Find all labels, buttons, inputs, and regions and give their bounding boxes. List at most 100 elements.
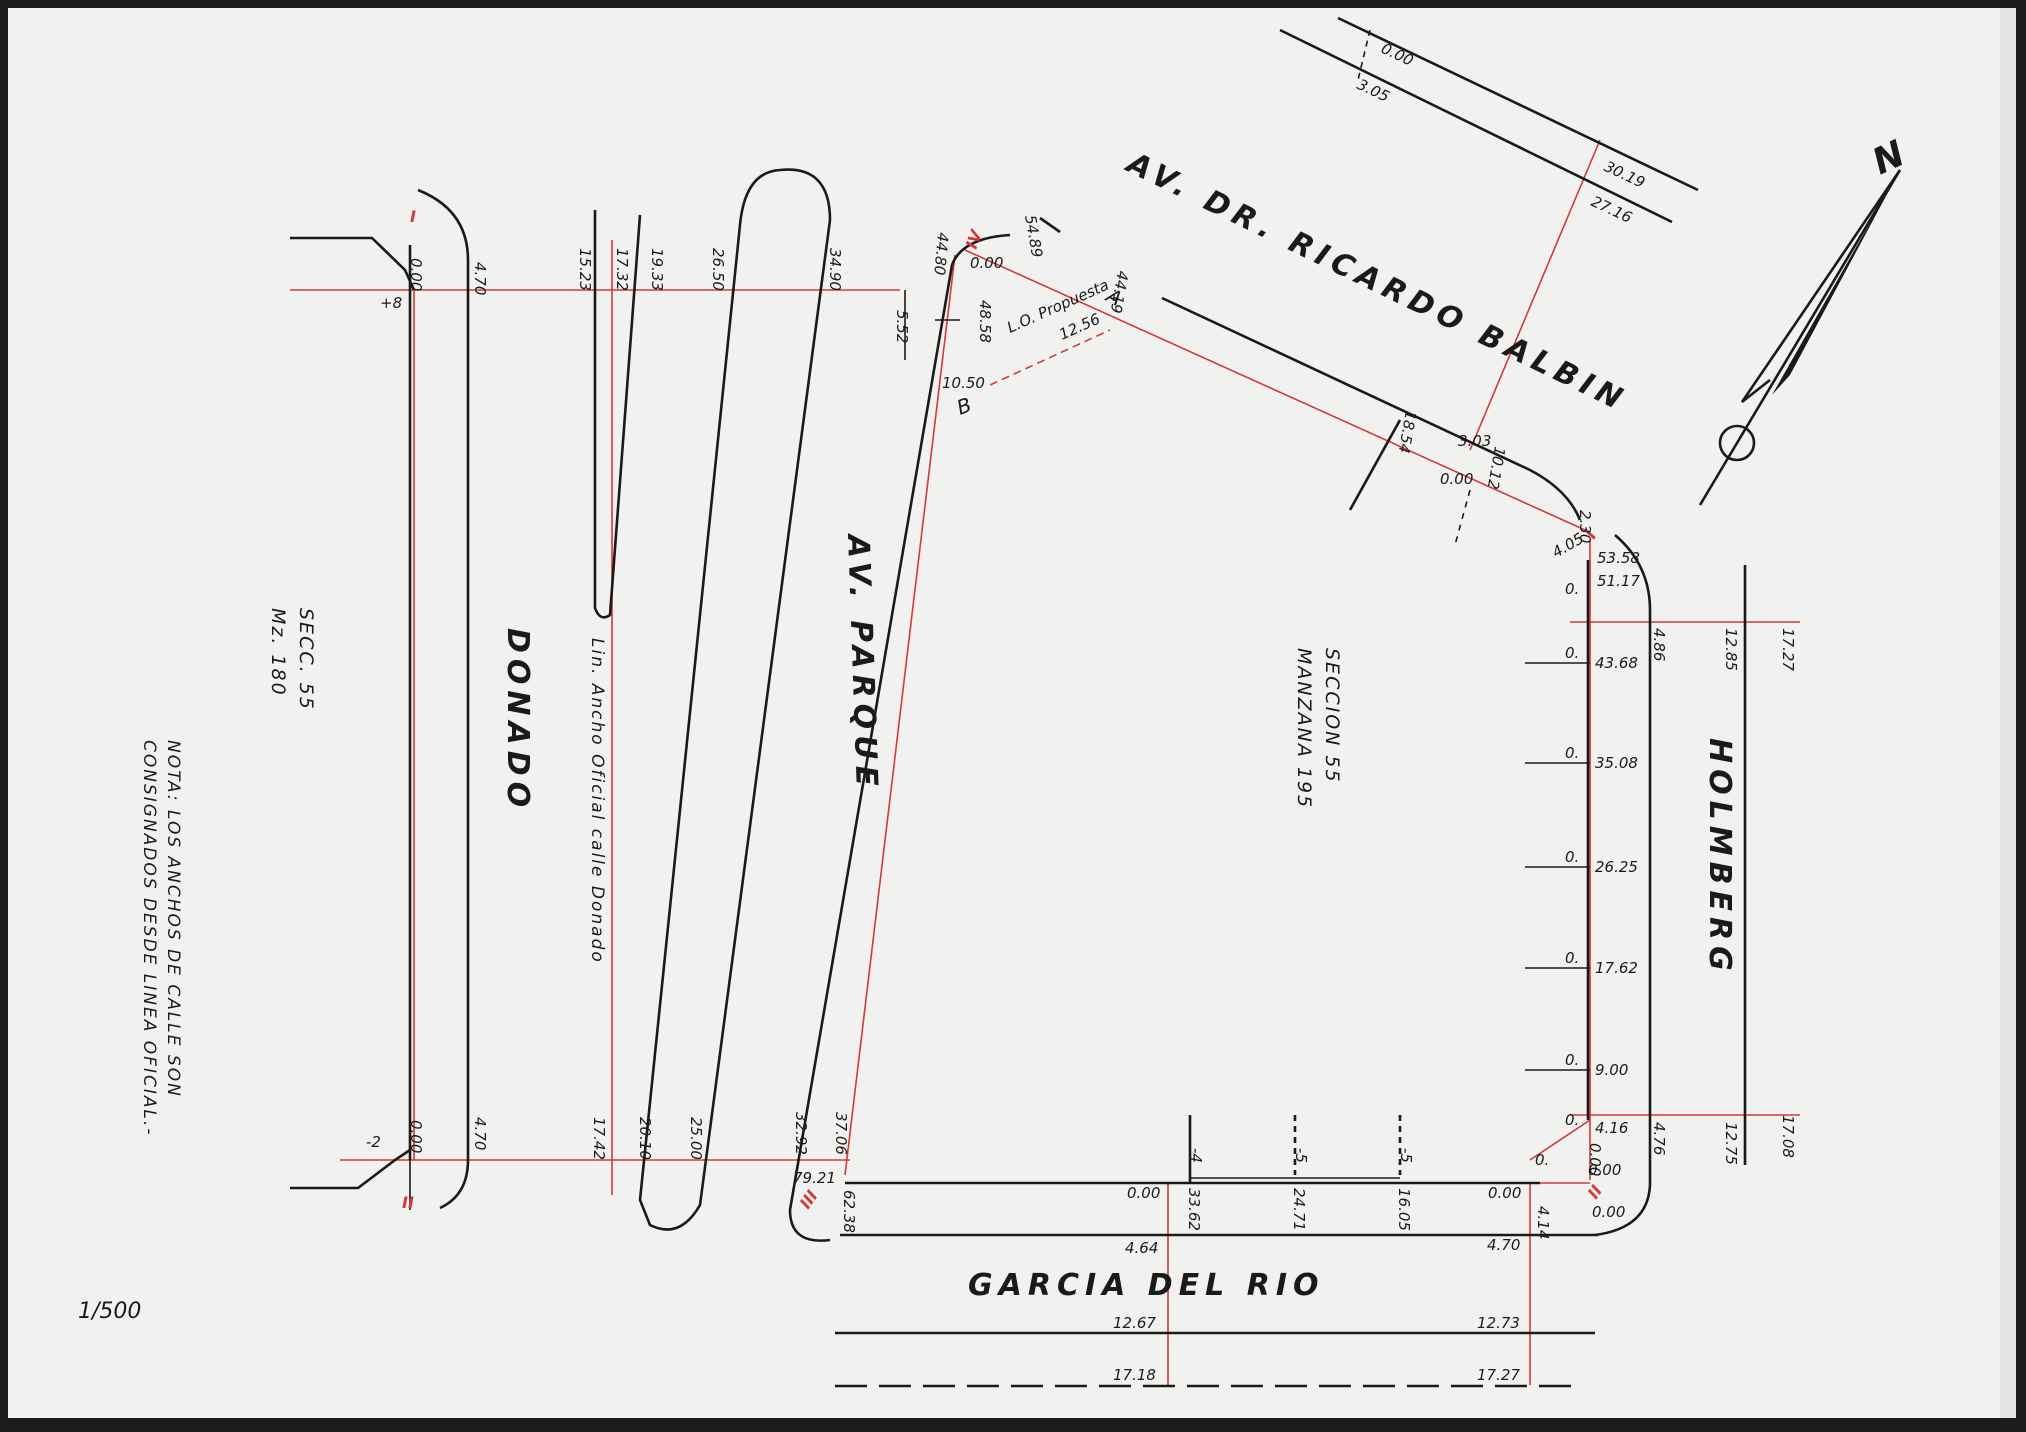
red-corner-ii bbox=[1529, 1119, 1591, 1161]
balbin-line-2 bbox=[1279, 28, 1673, 224]
dimension-label: 17.42 bbox=[590, 1117, 608, 1160]
dimension-label: 44.80 bbox=[930, 232, 952, 276]
dimension-label: 0.00 bbox=[1440, 470, 1473, 488]
dimension-label: 0. bbox=[1565, 744, 1579, 762]
paper-background bbox=[8, 8, 2016, 1418]
seccion-left-2: Mz. 180 bbox=[267, 608, 289, 697]
dimension-label: 33.62 bbox=[1185, 1188, 1203, 1231]
parque-block-curb bbox=[788, 233, 1011, 1242]
dimension-label: 4.70 bbox=[471, 1117, 489, 1150]
dimension-label: 4.64 bbox=[1125, 1239, 1158, 1257]
dimension-label: 3.03 bbox=[1458, 432, 1491, 450]
dimension-label: 4.86 bbox=[1650, 628, 1668, 661]
north-arrow-head bbox=[1740, 169, 1902, 404]
dimension-label: 79.21 bbox=[793, 1169, 836, 1187]
dimension-label: 26.25 bbox=[1595, 858, 1638, 876]
dimension-label: 0. bbox=[1565, 580, 1579, 598]
dimension-label: 51.17 bbox=[1597, 572, 1640, 590]
donado-right-curb bbox=[417, 188, 470, 1210]
dimension-label: 12.67 bbox=[1113, 1314, 1156, 1332]
dimension-label: 62.38 bbox=[840, 1190, 858, 1233]
dimension-label: 19.33 bbox=[648, 248, 666, 291]
dimension-label: -2 bbox=[366, 1133, 381, 1151]
dimension-label: 9.00 bbox=[1595, 1061, 1628, 1079]
dimension-label: 0. bbox=[1565, 848, 1579, 866]
nota-line-1: NOTA: LOS ANCHOS DE CALLE SON bbox=[163, 740, 183, 1098]
dimension-label: -4 bbox=[1187, 1148, 1205, 1163]
dimension-label: 17.27 bbox=[1477, 1366, 1520, 1384]
dimension-label: 17.32 bbox=[613, 248, 631, 291]
dimension-label: 15.23 bbox=[576, 248, 594, 291]
seccion-left-1: SECC. 55 bbox=[295, 608, 317, 711]
balbin-block-curb bbox=[1161, 296, 1531, 472]
holmberg-curb bbox=[1594, 534, 1652, 1237]
dimension-label: 4.16 bbox=[1595, 1119, 1628, 1137]
dimension-label: 0.00 bbox=[407, 258, 425, 291]
donado-official-taper bbox=[593, 210, 642, 619]
dimension-label: 0.00 bbox=[407, 1120, 425, 1153]
street-holmberg: HOLMBERG bbox=[1702, 738, 1737, 977]
dimension-label: 32.92 bbox=[792, 1112, 810, 1155]
dimension-label: 48.58 bbox=[976, 300, 994, 343]
dimension-label: 4.70 bbox=[471, 262, 489, 295]
balbin-line-1 bbox=[1337, 16, 1699, 192]
dimension-label: 34.90 bbox=[826, 248, 844, 291]
dimension-label: 0. bbox=[1535, 1151, 1549, 1169]
dimension-label: 0.00 bbox=[1592, 1203, 1625, 1221]
official-width-label: Lin. Ancho Oficial calle Donado bbox=[587, 638, 607, 964]
dimension-label: 17.62 bbox=[1595, 959, 1638, 977]
dimension-label: 0. bbox=[1565, 644, 1579, 662]
dimension-label: 0. bbox=[1565, 1111, 1579, 1129]
dimension-label: 17.18 bbox=[1113, 1366, 1156, 1384]
dimension-label: 53.58 bbox=[1597, 549, 1640, 567]
dimension-label: 0. bbox=[1565, 949, 1579, 967]
parque-median bbox=[638, 168, 832, 1231]
red-balbin-perp bbox=[1469, 139, 1601, 451]
marker-i-left: I bbox=[410, 207, 416, 226]
dimension-label: 2.30 bbox=[1576, 510, 1594, 543]
seccion-mid-2: MANZANA 195 bbox=[1293, 648, 1315, 809]
dimension-label: 4.76 bbox=[1650, 1122, 1668, 1155]
nota-line-2: CONSIGNADOS DESDE LINEA OFICIAL.- bbox=[139, 740, 159, 1137]
dimension-label: 0.00 bbox=[1588, 1161, 1621, 1179]
donado-bottom-jog bbox=[290, 1148, 411, 1190]
dimension-label: 12.85 bbox=[1722, 628, 1740, 671]
dimension-label: 24.71 bbox=[1290, 1188, 1308, 1231]
scale-label: 1/500 bbox=[78, 1299, 141, 1324]
dimension-label: 0.00 bbox=[1586, 1143, 1604, 1176]
red-balbin-diag bbox=[964, 249, 1586, 531]
dimension-labels: 0.00 3.05 30.19 27.16 0.00 +8 4.70 15.23… bbox=[366, 39, 1797, 1384]
red-lo-propuesta bbox=[989, 329, 1111, 386]
paper-edge bbox=[2000, 8, 2016, 1418]
dimension-label: -5 bbox=[1292, 1148, 1310, 1163]
dimension-label: 0.00 bbox=[970, 254, 1003, 272]
north-arrow-circle bbox=[1718, 424, 1756, 462]
red-parque-diag bbox=[844, 254, 956, 1176]
dimension-label: 16.05 bbox=[1395, 1188, 1413, 1231]
dimension-label: 17.27 bbox=[1779, 628, 1797, 671]
seccion-mid-1: SECCION 55 bbox=[1321, 648, 1343, 784]
dimension-label: 0.00 bbox=[1127, 1184, 1160, 1202]
dimension-label: 10.50 bbox=[942, 374, 985, 392]
dimension-label: 0.00 bbox=[1488, 1184, 1521, 1202]
balbin-dashed bbox=[1454, 489, 1471, 546]
balbin-corner bbox=[1529, 468, 1582, 521]
dimension-label: 37.06 bbox=[832, 1112, 850, 1155]
dimension-label: 35.08 bbox=[1595, 754, 1638, 772]
dimension-label: 4.14 bbox=[1534, 1206, 1552, 1239]
dimension-label: 17.08 bbox=[1779, 1115, 1797, 1158]
street-donado: DONADO bbox=[500, 628, 535, 813]
dimension-label: 12.75 bbox=[1722, 1122, 1740, 1165]
dimension-label: 26.50 bbox=[709, 248, 727, 291]
street-garcia: GARCIA DEL RIO bbox=[968, 1268, 1325, 1303]
holmberg-ticks bbox=[1525, 662, 1590, 1071]
dimension-label: +8 bbox=[380, 294, 402, 312]
marker-ii-left: II bbox=[402, 1193, 414, 1212]
dimension-label: 20.10 bbox=[636, 1117, 654, 1160]
dimension-label: 43.68 bbox=[1595, 654, 1638, 672]
dimension-label: 5.52 bbox=[893, 310, 911, 343]
dimension-label: 0. bbox=[1565, 1051, 1579, 1069]
balbin-cut-line bbox=[1348, 419, 1402, 511]
